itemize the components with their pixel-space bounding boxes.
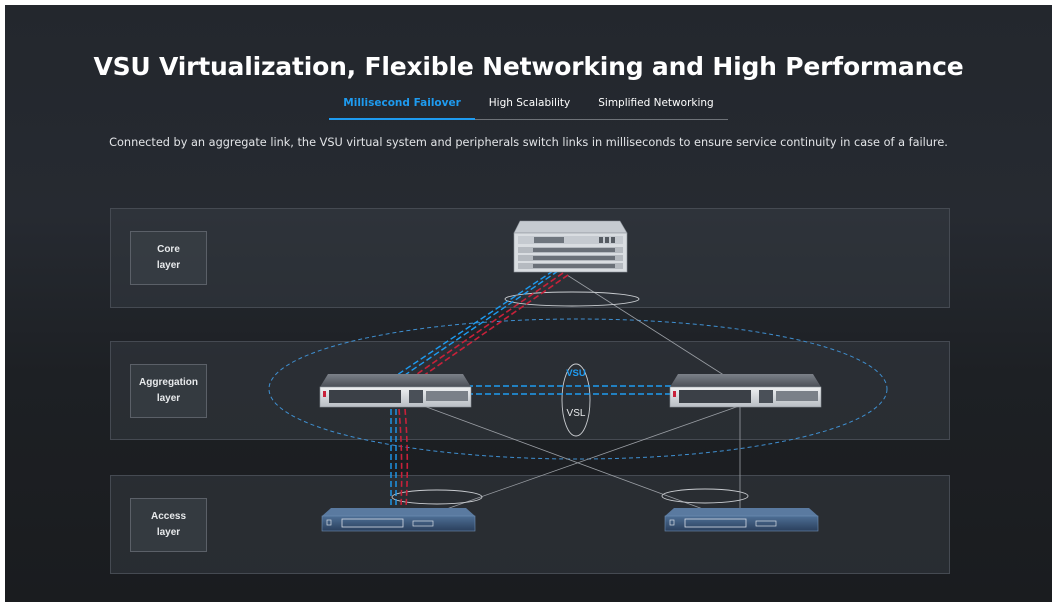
vsl-ellipse xyxy=(561,363,591,437)
blue-failover-paths xyxy=(390,270,672,508)
core-to-right-agg-link xyxy=(566,274,731,380)
red-core-to-agg-path-a xyxy=(406,272,564,382)
access-layer-label: Access layer xyxy=(130,498,207,552)
core-layer-line1: Core xyxy=(157,244,180,255)
left-agg-to-right-access-link xyxy=(420,404,731,520)
tab-high-scalability[interactable]: High Scalability xyxy=(488,97,571,109)
vsu-label: VSU xyxy=(566,368,586,379)
blue-core-to-agg-path-b xyxy=(401,270,559,378)
red-failover-paths xyxy=(398,272,569,509)
vsu-domain-ellipse xyxy=(268,318,888,460)
right-agg-to-left-access-link xyxy=(437,404,743,513)
left-access-lag-ellipse xyxy=(391,489,483,505)
aggregation-layer-line1: Aggregation xyxy=(139,377,198,388)
feature-description: Connected by an aggregate link, the VSU … xyxy=(109,136,948,149)
right-access-lag-ellipse xyxy=(661,488,749,504)
red-agg-to-access-path-b xyxy=(404,408,409,509)
tab-simplified-networking[interactable]: Simplified Networking xyxy=(598,97,714,109)
core-layer-label: Core layer xyxy=(130,231,207,285)
page-title: VSU Virtualization, Flexible Networking … xyxy=(93,52,964,81)
left-aggregation-switch-icon xyxy=(319,374,472,408)
vsl-label: VSL xyxy=(567,408,586,419)
red-core-to-agg-path-b xyxy=(412,274,569,384)
left-access-switch-icon xyxy=(321,508,476,532)
blue-core-to-agg-path-a xyxy=(396,270,554,376)
aggregation-layer-label: Aggregation layer xyxy=(130,364,207,418)
feature-tabs: Millisecond Failover High Scalability Si… xyxy=(5,97,1052,120)
tab-millisecond-failover[interactable]: Millisecond Failover xyxy=(329,97,475,120)
core-lag-ellipse xyxy=(504,291,640,307)
core-chassis-switch-icon xyxy=(513,220,628,273)
access-layer-line2: layer xyxy=(156,527,181,538)
access-layer-line1: Access xyxy=(150,511,187,522)
core-layer-line2: layer xyxy=(156,260,181,271)
feature-section: VSU Virtualization, Flexible Networking … xyxy=(5,5,1052,602)
tab-bar: Millisecond Failover High Scalability Si… xyxy=(329,97,728,120)
red-agg-to-access-path-a xyxy=(398,408,403,509)
network-topology-diagram: VSU VSL xyxy=(268,220,888,532)
right-access-switch-icon xyxy=(664,508,819,532)
right-aggregation-switch-icon xyxy=(669,374,822,408)
aggregation-layer-line2: layer xyxy=(156,393,181,404)
